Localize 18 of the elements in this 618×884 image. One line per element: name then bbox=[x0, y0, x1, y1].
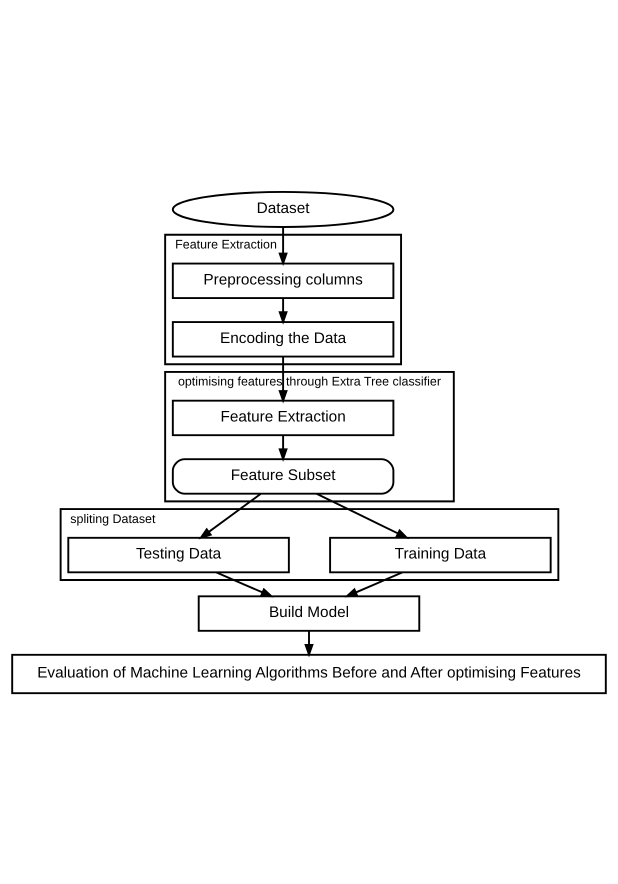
arrow bbox=[278, 298, 288, 324]
arrow bbox=[316, 492, 410, 538]
node-box: Feature Subset bbox=[172, 458, 394, 494]
node-box: Testing Data bbox=[67, 536, 290, 573]
node-ellipse: Dataset bbox=[172, 190, 394, 228]
node-box: Training Data bbox=[329, 536, 552, 573]
node-box: Evaluation of Machine Learning Algorithms Before and After optimising Features bbox=[11, 653, 607, 694]
arrow bbox=[278, 434, 288, 462]
arrow bbox=[198, 492, 262, 539]
node-box: Build Model bbox=[198, 594, 420, 632]
node-box: Preprocessing columns bbox=[172, 262, 394, 299]
arrow bbox=[344, 571, 403, 597]
node-box: Encoding the Data bbox=[172, 320, 394, 358]
arrow bbox=[278, 356, 288, 404]
arrow bbox=[278, 226, 288, 266]
arrow bbox=[304, 630, 314, 657]
node-box: Feature Extraction bbox=[172, 399, 394, 436]
arrow bbox=[216, 571, 274, 597]
